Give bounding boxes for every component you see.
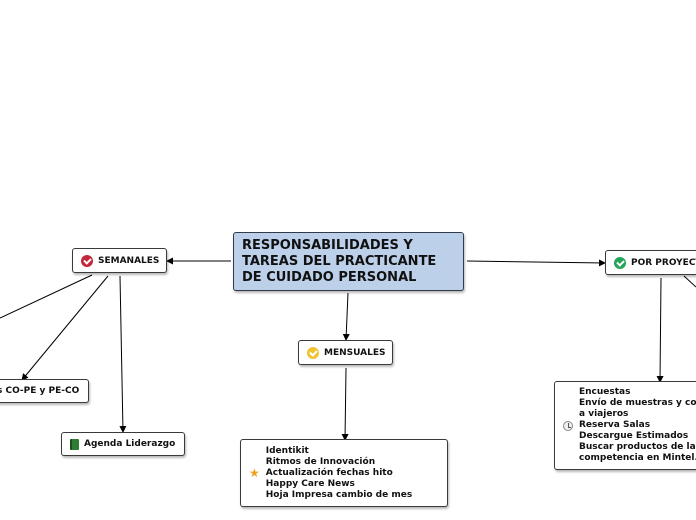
main-topic[interactable]: RESPONSABILIDADES Y TAREAS DEL PRACTICAN… <box>233 232 464 291</box>
mensuales-label: MENSUALES <box>324 347 386 358</box>
list-item: Reserva Salas <box>579 420 651 430</box>
edge-semanales-agenda <box>119 275 127 433</box>
list-item: Ritmos de Innovación <box>265 456 376 467</box>
edge-semanales-offscreen <box>0 274 93 319</box>
edge-proyecto-items <box>656 277 664 383</box>
list-item: competencia en Mintel. <box>579 453 696 463</box>
main-topic-line3: DE CUIDADO PERSONAL <box>242 269 417 285</box>
list-item: Actualización fechas hito <box>265 467 393 478</box>
list-item: Envío de muestras y co <box>579 398 696 408</box>
proyecto-task-list: Encuestas Envío de muestras y co a viaje… <box>579 387 696 464</box>
check-yellow-icon <box>307 346 319 359</box>
proyecto-tasks[interactable]: Encuestas Envío de muestras y co a viaje… <box>554 381 696 470</box>
main-topic-text: RESPONSABILIDADES Y TAREAS DEL PRACTICAN… <box>242 238 436 286</box>
list-item: Identikit <box>265 445 309 456</box>
edge-mensuales-items <box>341 367 349 441</box>
check-green-icon <box>614 256 626 269</box>
semanales-label: SEMANALES <box>98 255 160 266</box>
topic-por-proyecto[interactable]: POR PROYECT <box>605 250 696 275</box>
edge-proyecto-offscreen <box>683 275 696 288</box>
clock-icon <box>563 420 573 431</box>
agenda-label: Agenda Liderazgo <box>84 439 176 449</box>
por-proyecto-label: POR PROYECT <box>631 257 696 268</box>
topic-agenda-liderazgo[interactable]: Agenda Liderazgo <box>61 432 185 456</box>
topic-mensuales[interactable]: MENSUALES <box>298 340 393 365</box>
edge-main-mensuales <box>342 292 350 341</box>
mensuales-task-list: Identikit Ritmos de Innovación Actualiza… <box>266 446 412 501</box>
list-item: Descargue Estimados <box>579 431 689 441</box>
topic-semanales[interactable]: SEMANALES <box>72 248 167 273</box>
main-topic-line2: TAREAS DEL PRACTICANTE <box>242 253 437 269</box>
list-item: Encuestas <box>579 387 631 397</box>
list-item: Happy Care News <box>265 478 355 489</box>
list-item: a viajeros <box>579 409 629 419</box>
check-red-icon <box>81 254 93 267</box>
topic-reportes[interactable]: s CO-PE y PE-CO <box>0 379 89 403</box>
list-item: Buscar productos de la <box>579 442 696 452</box>
main-topic-line1: RESPONSABILIDADES Y <box>242 237 413 253</box>
book-icon <box>70 438 79 450</box>
list-item: Hoja Impresa cambio de mes <box>265 489 413 500</box>
edge-semanales-reportes <box>21 275 109 381</box>
edge-main-proyecto <box>466 259 606 267</box>
star-icon: ★ <box>249 466 260 480</box>
mensuales-tasks[interactable]: ★ Identikit Ritmos de Innovación Actuali… <box>240 439 448 507</box>
reportes-label: s CO-PE y PE-CO <box>0 386 80 396</box>
